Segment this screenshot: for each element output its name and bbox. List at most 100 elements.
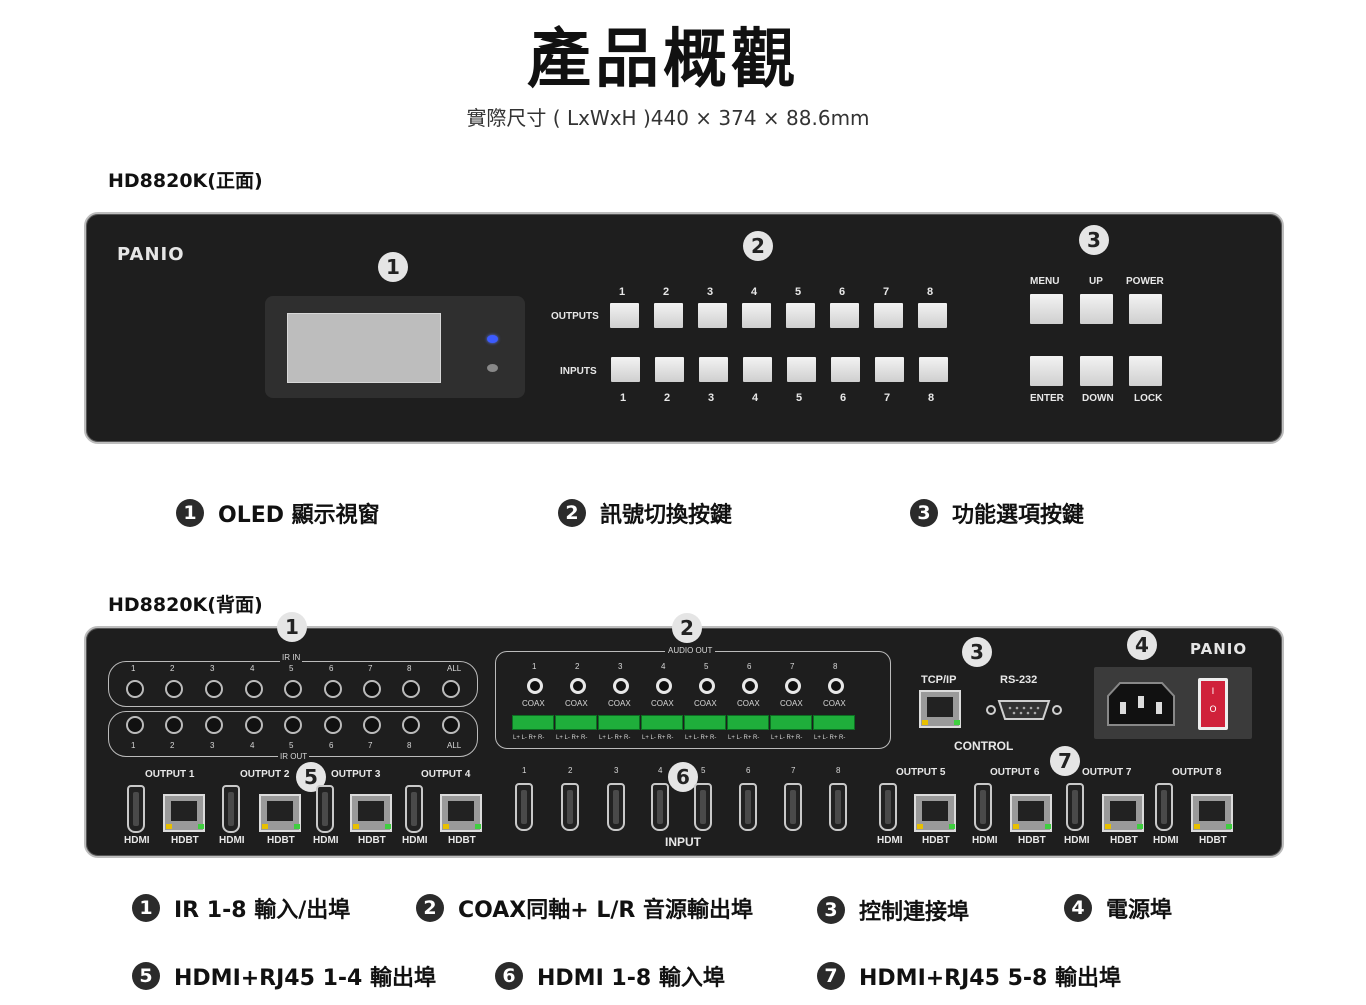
- input-key-8[interactable]: [919, 357, 948, 382]
- switch-off-mark: O: [1209, 705, 1217, 715]
- ir-out-port-1[interactable]: [126, 716, 144, 734]
- ir-in-port-8[interactable]: [402, 680, 420, 698]
- power-inlet[interactable]: [1106, 680, 1176, 728]
- ir-in-port-4[interactable]: [245, 680, 263, 698]
- lr-terminal-5[interactable]: [684, 715, 726, 730]
- ir-in-port-7[interactable]: [363, 680, 381, 698]
- input-key-1[interactable]: [611, 357, 640, 382]
- input-key-3[interactable]: [699, 357, 728, 382]
- output-3-hdmi-port[interactable]: [316, 785, 334, 833]
- output-key-6[interactable]: [830, 303, 859, 328]
- output-6-hdmi-port[interactable]: [974, 783, 992, 831]
- ir-out-port-8[interactable]: [402, 716, 420, 734]
- output-7-hdmi-port[interactable]: [1066, 783, 1084, 831]
- output-5-hdbt-port[interactable]: [914, 794, 956, 832]
- lr-terminal-1[interactable]: [512, 715, 554, 730]
- output-4-hdbt-port[interactable]: [440, 794, 482, 832]
- rs232-port[interactable]: [985, 698, 1063, 722]
- tcpip-label: TCP/IP: [921, 674, 957, 686]
- coax-label: COAX: [522, 699, 545, 708]
- output-key-8[interactable]: [918, 303, 947, 328]
- ir-in-port-9[interactable]: [442, 680, 460, 698]
- power-key[interactable]: [1129, 294, 1162, 324]
- coax-port-3[interactable]: [613, 678, 629, 694]
- ir-out-port-2[interactable]: [165, 716, 183, 734]
- output-2-hdbt-port[interactable]: [259, 794, 301, 832]
- hdbt-port-label: HDBT: [1110, 835, 1138, 846]
- output-1-hdbt-port[interactable]: [163, 794, 205, 832]
- back-callout-5: 5: [296, 762, 326, 792]
- lr-terminal-3[interactable]: [598, 715, 640, 730]
- input-key-6[interactable]: [831, 357, 860, 382]
- lr-terminal-6[interactable]: [727, 715, 769, 730]
- coax-port-6[interactable]: [742, 678, 758, 694]
- output-1-hdmi-port[interactable]: [127, 785, 145, 833]
- coax-port-2[interactable]: [570, 678, 586, 694]
- power-switch[interactable]: I O: [1198, 678, 1228, 730]
- ir-in-port-3[interactable]: [205, 680, 223, 698]
- audio-number: 7: [790, 662, 795, 671]
- output-7-hdbt-port[interactable]: [1102, 794, 1144, 832]
- ir-out-port-4[interactable]: [245, 716, 263, 734]
- input-4-hdmi-port[interactable]: [651, 783, 669, 831]
- output-key-7[interactable]: [874, 303, 903, 328]
- output-3-hdbt-port[interactable]: [350, 794, 392, 832]
- ir-out-port-5[interactable]: [284, 716, 302, 734]
- output-8-hdmi-port[interactable]: [1155, 783, 1173, 831]
- back-callout-4: 4: [1127, 630, 1157, 660]
- output-5-hdmi-port[interactable]: [879, 783, 897, 831]
- legend-number: 5: [132, 962, 160, 990]
- coax-port-5[interactable]: [699, 678, 715, 694]
- ir-out-port-3[interactable]: [205, 716, 223, 734]
- hdmi-port-label: HDMI: [313, 835, 339, 846]
- input-key-5[interactable]: [787, 357, 816, 382]
- ir-in-port-2[interactable]: [165, 680, 183, 698]
- coax-port-7[interactable]: [785, 678, 801, 694]
- inputs-row-label: INPUTS: [560, 366, 597, 377]
- ir-out-port-7[interactable]: [363, 716, 381, 734]
- lock-key[interactable]: [1129, 356, 1162, 386]
- input-8-hdmi-port[interactable]: [829, 783, 847, 831]
- lr-terminal-7[interactable]: [770, 715, 812, 730]
- menu-key[interactable]: [1030, 294, 1063, 324]
- coax-port-8[interactable]: [828, 678, 844, 694]
- coax-port-4[interactable]: [656, 678, 672, 694]
- input-3-hdmi-port[interactable]: [607, 783, 625, 831]
- input-7-hdmi-port[interactable]: [784, 783, 802, 831]
- output-key-2[interactable]: [654, 303, 683, 328]
- ir-in-port-5[interactable]: [284, 680, 302, 698]
- output-8-hdbt-port[interactable]: [1191, 794, 1233, 832]
- audio-number: 6: [747, 662, 752, 671]
- up-key[interactable]: [1080, 294, 1113, 324]
- output-key-5[interactable]: [786, 303, 815, 328]
- ir-out-number: 6: [329, 741, 334, 750]
- output-key-4[interactable]: [742, 303, 771, 328]
- output-2-hdmi-port[interactable]: [222, 785, 240, 833]
- ir-out-port-9[interactable]: [442, 716, 460, 734]
- lr-terminal-2[interactable]: [555, 715, 597, 730]
- input-2-hdmi-port[interactable]: [561, 783, 579, 831]
- input-key-2[interactable]: [655, 357, 684, 382]
- input-1-hdmi-port[interactable]: [515, 783, 533, 831]
- down-key[interactable]: [1080, 356, 1113, 386]
- tcpip-port[interactable]: [919, 690, 961, 728]
- lr-terminal-4[interactable]: [641, 715, 683, 730]
- ir-out-number: 7: [368, 741, 373, 750]
- coax-label: COAX: [737, 699, 760, 708]
- output-4-hdmi-port[interactable]: [405, 785, 423, 833]
- input-6-hdmi-port[interactable]: [739, 783, 757, 831]
- ir-out-port-6[interactable]: [324, 716, 342, 734]
- lr-label: L+ L- R+ R-: [599, 735, 631, 741]
- ir-in-port-1[interactable]: [126, 680, 144, 698]
- input-5-hdmi-port[interactable]: [694, 783, 712, 831]
- input-key-7[interactable]: [875, 357, 904, 382]
- input-key-4[interactable]: [743, 357, 772, 382]
- output-key-3[interactable]: [698, 303, 727, 328]
- ir-in-port-6[interactable]: [324, 680, 342, 698]
- output-key-1[interactable]: [610, 303, 639, 328]
- coax-port-1[interactable]: [527, 678, 543, 694]
- enter-key[interactable]: [1030, 356, 1063, 386]
- lr-terminal-8[interactable]: [813, 715, 855, 730]
- output-6-hdbt-port[interactable]: [1010, 794, 1052, 832]
